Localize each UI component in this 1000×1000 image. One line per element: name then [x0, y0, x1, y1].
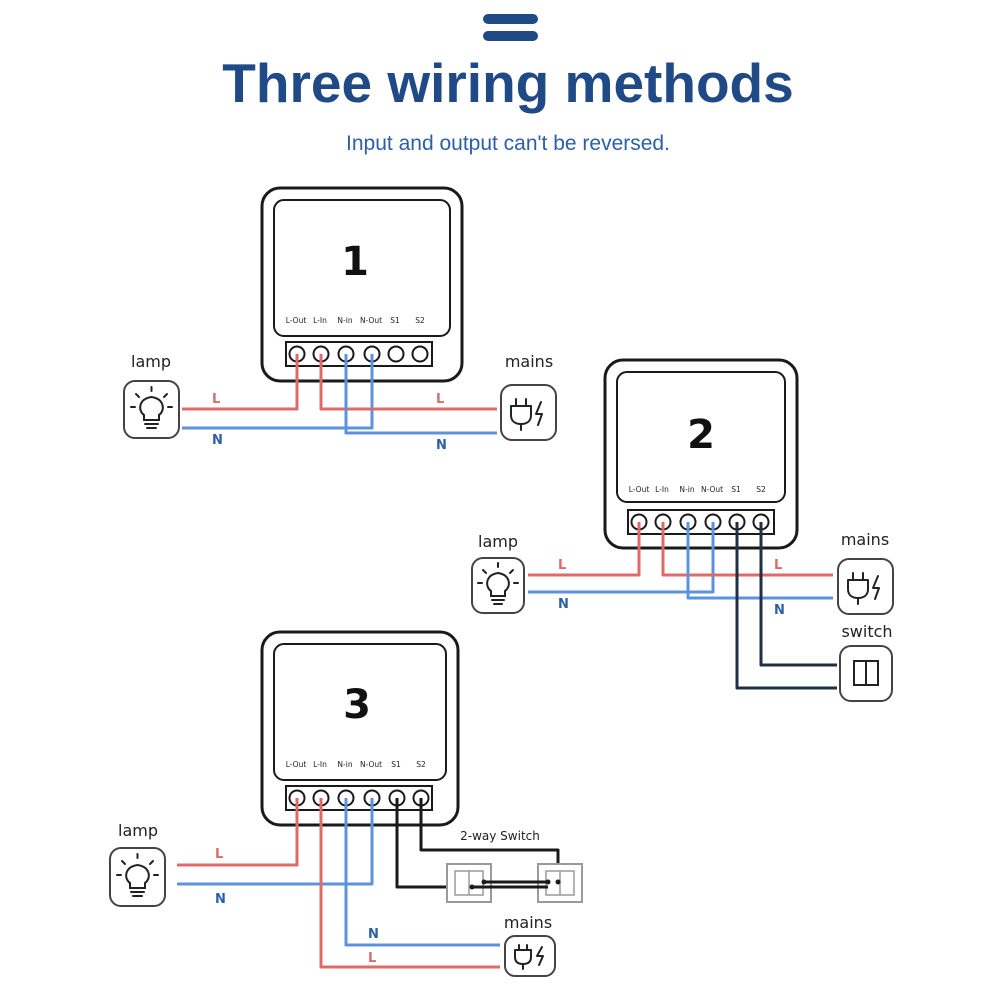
switch-contact [469, 884, 475, 890]
lamp-label: lamp [131, 352, 171, 371]
wire-label: N [368, 927, 379, 942]
lamp-label: lamp [478, 532, 518, 551]
wire-label: N [774, 603, 785, 618]
power-plug-icon [837, 558, 894, 615]
terminal-label-n-out: N-Out [360, 760, 382, 769]
terminal-block [627, 509, 775, 535]
power-plug-icon [500, 384, 557, 441]
terminal-label-s1: S1 [391, 760, 401, 769]
wire-label: L [436, 392, 444, 407]
mains-neutral-wire [686, 522, 833, 600]
mains-neutral-wire [344, 798, 500, 947]
lightbulb-icon [471, 557, 525, 614]
terminal-label-l-out: L-Out [629, 485, 650, 494]
lamp-neutral-wire [528, 522, 715, 594]
mains-live-wire [319, 354, 497, 411]
switch-label: switch [841, 622, 892, 641]
terminal-label-n-out: N-Out [360, 316, 382, 325]
terminal-label-n-in: N-in [337, 316, 352, 325]
wiring-diagram-1: 1 L-Out L-In N-in N-Out S1 S2 L N [123, 186, 557, 453]
terminal-label-l-in: L-In [655, 485, 669, 494]
lamp-live-wire [182, 354, 299, 411]
mains-neutral-wire [344, 354, 497, 435]
wire-label: L [774, 558, 782, 573]
terminal-label-l-out: L-Out [286, 316, 307, 325]
two-way-switch-label: 2-way Switch [460, 829, 540, 843]
mains-live-wire [319, 798, 500, 969]
module-number: 2 [687, 412, 715, 458]
terminal-label-l-out: L-Out [286, 760, 307, 769]
mains-live-wire [661, 522, 833, 577]
mains-label: mains [505, 352, 553, 371]
mains-label: mains [841, 530, 889, 549]
lamp-live-wire [177, 798, 299, 867]
power-plug-icon [504, 935, 556, 977]
wire-label: N [215, 892, 226, 907]
wall-switch-icon [839, 645, 893, 702]
terminal-label-n-in: N-in [337, 760, 352, 769]
terminal-label-s2: S2 [416, 760, 426, 769]
lamp-live-wire [528, 522, 641, 577]
wire-label: L [558, 558, 566, 573]
page-subtitle: Input and output can't be reversed. [346, 132, 670, 155]
wire-label: L [212, 392, 220, 407]
module-number: 1 [341, 239, 369, 285]
page-title: Three wiring methods [222, 52, 793, 114]
terminal-label-n-out: N-Out [701, 485, 723, 494]
terminal-label-s1: S1 [731, 485, 741, 494]
module-3: 3 L-Out L-In N-in N-Out S1 S2 [260, 630, 460, 827]
switch-wire-s1 [735, 522, 837, 690]
module-2: 2 L-Out L-In N-in N-Out S1 S2 [603, 358, 799, 550]
module-1: 1 L-Out L-In N-in N-Out S1 S2 [260, 186, 464, 383]
terminal-label-n-in: N-in [679, 485, 694, 494]
terminal-label-l-in: L-In [313, 760, 327, 769]
terminal-block [285, 341, 433, 367]
lamp-neutral-wire [177, 798, 374, 886]
lamp-label: lamp [118, 821, 158, 840]
wire-label: N [212, 433, 223, 448]
switch-contact [555, 879, 561, 885]
wire-label: L [215, 847, 223, 862]
switch-contact [545, 879, 551, 885]
wire-label: N [436, 438, 447, 453]
terminal-label-s2: S2 [415, 316, 425, 325]
terminal-block [285, 785, 433, 811]
terminal-label-s2: S2 [756, 485, 766, 494]
module-number: 3 [343, 682, 371, 728]
mains-label: mains [504, 913, 552, 932]
switch-contact [481, 879, 487, 885]
lightbulb-icon [109, 847, 166, 907]
lightbulb-icon [123, 380, 180, 439]
lamp-neutral-wire [182, 354, 374, 430]
wire-label: N [558, 597, 569, 612]
menu-bars-icon [483, 14, 538, 41]
wiring-diagram-3: 3 L-Out L-In N-in N-Out S1 S2 [109, 630, 583, 977]
terminal-label-l-in: L-In [313, 316, 327, 325]
wire-label: L [368, 951, 376, 966]
terminal-label-s1: S1 [390, 316, 400, 325]
wiring-diagram-2: 2 L-Out L-In N-in N-Out S1 S2 [471, 358, 894, 702]
switch-wire-s2 [759, 522, 837, 667]
